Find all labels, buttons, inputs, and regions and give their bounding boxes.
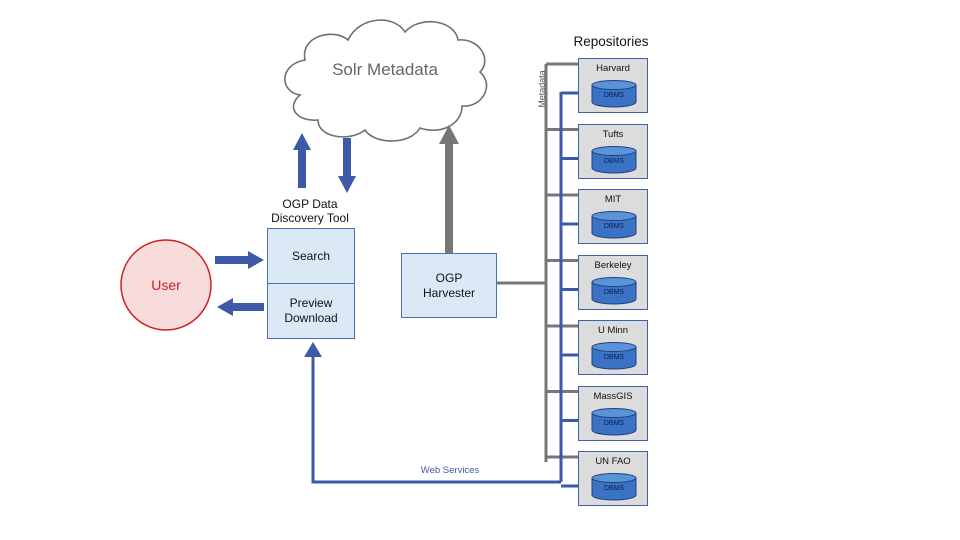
preview-label: Preview	[289, 296, 333, 310]
repository-name: Tufts	[602, 128, 624, 140]
repository-name: MIT	[604, 194, 622, 205]
database-icon: DBMS	[591, 211, 637, 239]
repository-name: MassGIS	[593, 390, 633, 402]
user-node	[120, 239, 212, 331]
up-arrow-to-solr	[293, 133, 311, 188]
download-label: Download	[284, 311, 338, 325]
user-label: User	[151, 277, 181, 293]
web-services-path	[311, 355, 561, 484]
preview-download-box: Preview Download	[267, 283, 355, 339]
web-services-label: Web Services	[420, 465, 480, 476]
repository-name: U Minn	[597, 325, 629, 336]
search-box: Search	[267, 228, 355, 284]
harvester-line1: OGP	[435, 270, 463, 285]
repository-box: MassGIS DBMS	[578, 385, 648, 441]
repository-box: MIT DBMS	[578, 189, 648, 244]
harvester-to-solr-arrow	[439, 125, 459, 255]
search-request-arrow	[215, 251, 264, 269]
database-icon: DBMS	[591, 145, 637, 174]
repository-name: UN FAO	[595, 456, 631, 467]
tool-title-line2: Discovery Tool	[271, 211, 349, 225]
dbms-label: DBMS	[603, 92, 625, 99]
database-icon: DBMS	[591, 80, 637, 108]
database-icon: DBMS	[591, 407, 637, 436]
dbms-label: DBMS	[603, 288, 625, 296]
repository-name: Berkeley	[594, 259, 632, 271]
dbms-label: DBMS	[603, 485, 625, 492]
metadata-label: Metadata	[537, 70, 547, 108]
solr-cloud-shape	[284, 19, 488, 142]
web-services-arrowhead	[304, 342, 322, 357]
dbms-label: DBMS	[603, 157, 625, 165]
repository-name: Harvard	[596, 63, 630, 74]
repositories-title: Repositories	[573, 34, 649, 49]
database-icon: DBMS	[591, 342, 637, 370]
database-icon: DBMS	[591, 276, 637, 305]
dbms-label: DBMS	[603, 354, 625, 361]
ogp-harvester-box: OGP Harvester	[401, 253, 497, 318]
harvester-line2: Harvester	[422, 285, 475, 300]
database-icon: DBMS	[591, 473, 637, 501]
repository-box: UN FAO DBMS	[578, 451, 648, 506]
search-label: Search	[291, 249, 331, 263]
down-arrow-from-solr	[338, 138, 356, 193]
dbms-label: DBMS	[603, 419, 625, 427]
solr-metadata-label: Solr Metadata	[332, 60, 438, 79]
results-return-arrow	[217, 298, 264, 316]
dbms-label: DBMS	[603, 223, 625, 230]
tool-title-line1: OGP Data	[282, 197, 338, 211]
